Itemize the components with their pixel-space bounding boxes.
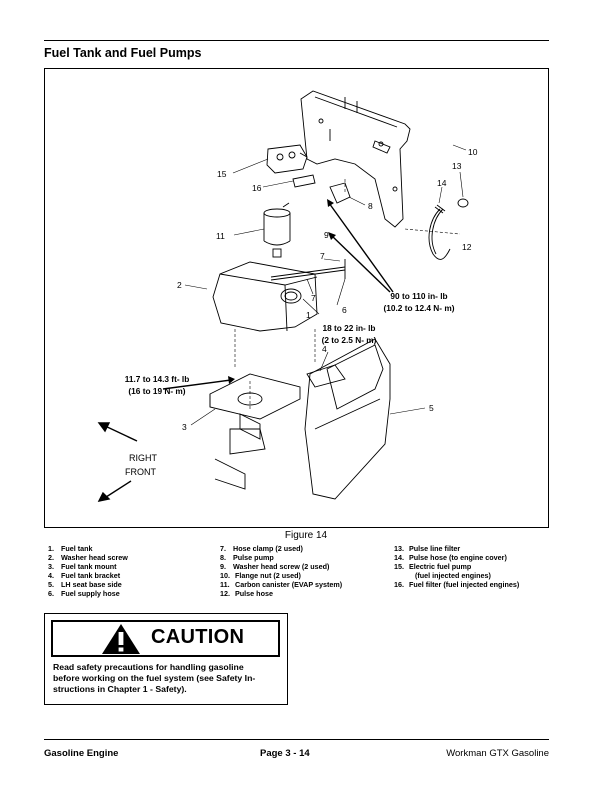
caution-heading: CAUTION xyxy=(151,626,245,648)
legend-col-1: 1.Fuel tank 2.Washer head screw 3.Fuel t… xyxy=(48,544,128,598)
pulse-pump xyxy=(329,182,351,204)
fuel-supply-hose xyxy=(270,266,346,278)
callout-14: 14 xyxy=(437,178,447,188)
callout-13: 13 xyxy=(452,161,462,171)
orientation-right: RIGHT xyxy=(129,453,158,463)
legend-col-2: 7.Hose clamp (2 used) 8.Pulse pump 9.Was… xyxy=(220,544,342,598)
callout-15: 15 xyxy=(217,169,227,179)
callout-5: 5 xyxy=(429,403,434,413)
legend-item: 8.Pulse pump xyxy=(220,553,274,562)
legend-item: 11.Carbon canister (EVAP system) xyxy=(220,580,343,589)
exploded-diagram: 1 2 3 4 5 6 7 7 8 9 10 11 12 13 14 15 16… xyxy=(97,90,478,502)
legend-item: 4.Fuel tank bracket xyxy=(48,571,121,580)
callout-3: 3 xyxy=(182,422,187,432)
legend-col-3: 13.Pulse line filter 14.Pulse hose (to e… xyxy=(394,544,519,589)
torque-3-line1: 11.7 to 14.3 ft- lb xyxy=(125,374,190,384)
fuel-tank-bracket xyxy=(306,364,346,388)
legend-item: 5.LH seat base side xyxy=(48,580,122,589)
callout-12: 12 xyxy=(462,242,472,252)
orientation-front: FRONT xyxy=(125,467,156,477)
legend-item: 12.Pulse hose xyxy=(220,589,273,598)
footer-right: Workman GTX Gasoline xyxy=(446,748,549,759)
torque-2-line1: 18 to 22 in- lb xyxy=(322,323,375,333)
figure-caption: Figure 14 xyxy=(284,530,328,541)
fuel-filter xyxy=(292,174,316,188)
legend-item: 1.Fuel tank xyxy=(48,544,93,553)
carbon-canister xyxy=(263,202,291,258)
legend-item: 13.Pulse line filter xyxy=(394,544,461,553)
callout-4: 4 xyxy=(322,344,327,354)
warning-icon xyxy=(102,624,140,654)
callout-1: 1 xyxy=(306,310,311,320)
legend-item: 2.Washer head screw xyxy=(48,553,128,562)
fuel-tank-mount xyxy=(209,373,301,490)
legend-item: 6.Fuel supply hose xyxy=(48,589,120,598)
callout-7a: 7 xyxy=(320,251,325,261)
callout-11: 11 xyxy=(216,231,225,241)
callout-6: 6 xyxy=(342,305,347,315)
legend-item: 15.Electric fuel pump xyxy=(394,562,472,571)
callout-9: 9 xyxy=(324,230,329,240)
legend-item: 7.Hose clamp (2 used) xyxy=(220,544,303,553)
caution-header: CAUTION xyxy=(51,620,280,657)
fuel-tank xyxy=(212,261,318,332)
footer-left: Gasoline Engine xyxy=(44,748,119,759)
legend-item: 9.Washer head screw (2 used) xyxy=(220,562,330,571)
electric-fuel-pump xyxy=(266,144,308,174)
header-rule xyxy=(44,40,549,41)
callout-16: 16 xyxy=(252,183,262,193)
section-title: Fuel Tank and Fuel Pumps xyxy=(44,46,202,60)
seat-base-frame xyxy=(300,90,411,228)
torque-3-line2: (16 to 19 N- m) xyxy=(128,386,185,396)
footer-page-number: Page 3 - 14 xyxy=(260,748,310,759)
caution-box: CAUTION Read safety precautions for hand… xyxy=(44,613,288,705)
callout-8: 8 xyxy=(368,201,373,211)
callout-10: 10 xyxy=(468,147,478,157)
torque-1-line2: (10.2 to 12.4 N- m) xyxy=(383,303,454,313)
legend-item: 3.Fuel tank mount xyxy=(48,562,117,571)
torque-1-line1: 90 to 110 in- lb xyxy=(390,291,447,301)
pulse-line-filter xyxy=(457,198,469,208)
legend-item: 16.Fuel filter (fuel injected engines) xyxy=(394,580,520,589)
legend-item: 14.Pulse hose (to engine cover) xyxy=(394,553,507,562)
pulse-hose xyxy=(428,208,451,260)
legend-item: 10.Flange nut (2 used) xyxy=(220,571,301,580)
callout-2: 2 xyxy=(177,280,182,290)
legend-item: (fuel injected engines) xyxy=(415,571,491,580)
footer-rule xyxy=(44,739,549,740)
lh-seat-base-side xyxy=(304,338,391,500)
figure-frame: 1 2 3 4 5 6 7 7 8 9 10 11 12 13 14 15 16… xyxy=(44,68,549,528)
torque-2-line2: (2 to 2.5 N- m) xyxy=(322,335,377,345)
caution-message: Read safety precautions for handling gas… xyxy=(53,662,256,694)
callout-7b: 7 xyxy=(311,293,316,303)
